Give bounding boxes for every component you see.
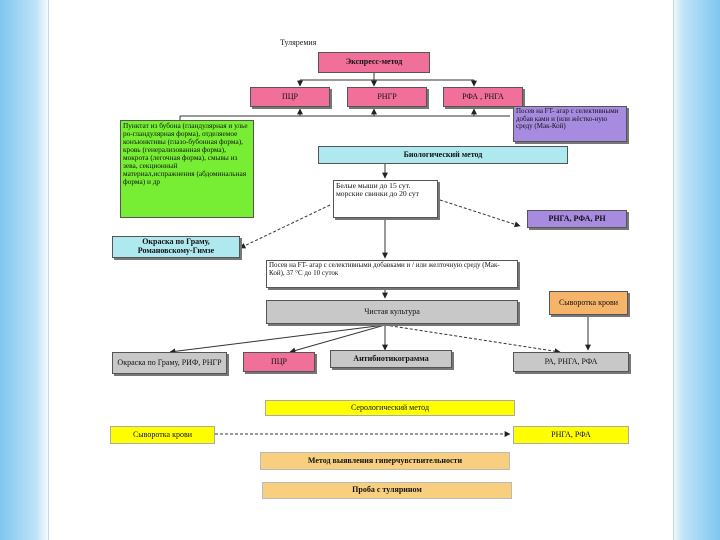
pure-culture-box: Чистая культура xyxy=(266,300,518,324)
tularin-test-box: Проба с тулярином xyxy=(262,482,512,499)
gram-rif-stain-box: Окраска по Граму, РИФ, РНГР xyxy=(112,352,227,374)
antibiogram-box: Антибиотикограмма xyxy=(330,350,452,368)
blood-serum-box: Сыворотка крови xyxy=(549,291,628,315)
pcr-bottom-box: ПЦР xyxy=(243,352,315,372)
rnga-rfa-rn-box: РНГА, РФА, РН xyxy=(527,210,627,228)
rfa-rnga-box: РФА , РНГА xyxy=(443,87,523,107)
hypersensitivity-method-box: Метод выявления гиперчувствительности xyxy=(260,452,510,470)
serological-method-box: Серологический метод xyxy=(265,400,515,416)
pcr-top-box: ПЦР xyxy=(250,87,330,107)
express-method-box: Экспресс-метод xyxy=(318,52,430,73)
biological-method-box: Биологический метод xyxy=(318,146,568,164)
ft-agar-incubation-box: Посев на FT- агар с селективными добавка… xyxy=(266,260,518,288)
rnga-rfa-sero-box: РНГА, РФА xyxy=(513,426,629,444)
ft-agar-culture-box: Посев на FT- агар с селективными добав к… xyxy=(513,106,627,142)
blood-serum-sero-box: Сыворотка крови xyxy=(110,426,215,444)
gram-romanovsky-stain-box: Окраска по Граму, Романовскому-Гимзе xyxy=(112,236,240,258)
lab-animals-box: Белые мыши до 15 сут. морские свинки до … xyxy=(333,180,438,218)
diagram-title: Туляремия xyxy=(280,38,317,47)
rpgr-box: РНГР xyxy=(347,87,427,107)
ra-rnga-rfa-box: РА, РНГА, РФА xyxy=(513,352,629,372)
specimen-types-box: Пунктат из бубона (гландулярная и улье р… xyxy=(120,120,254,218)
